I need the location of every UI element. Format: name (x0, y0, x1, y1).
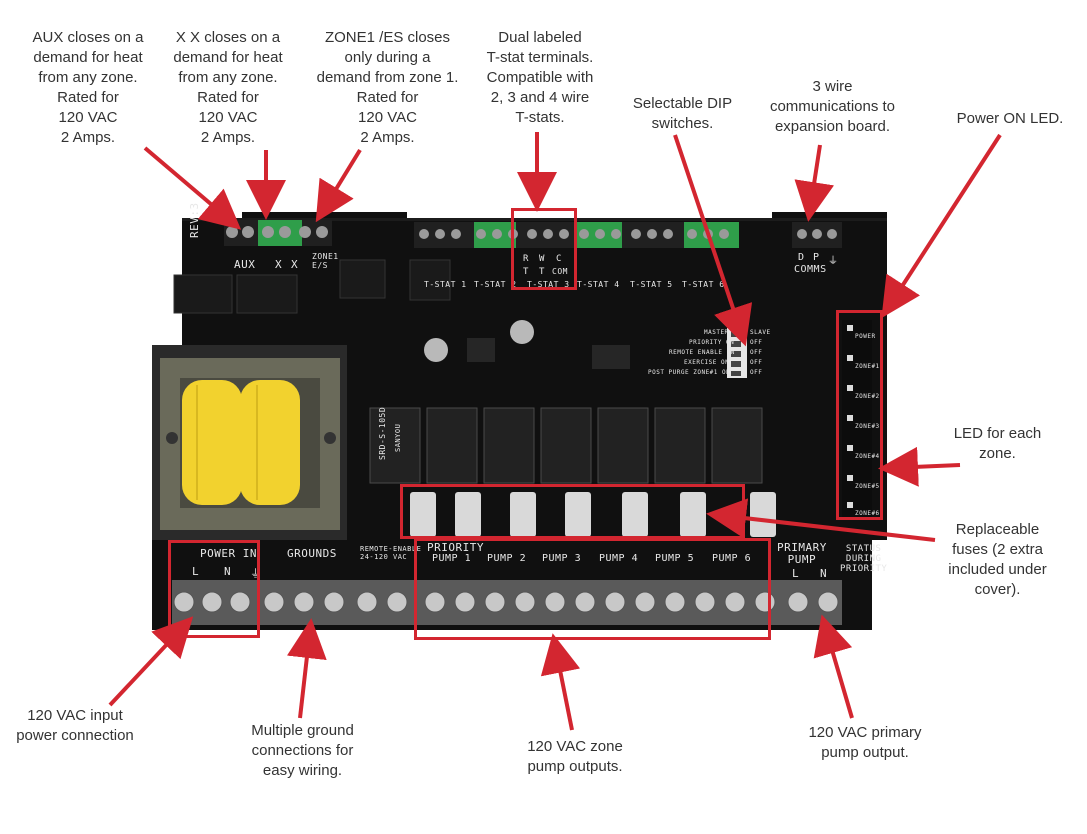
led-column (842, 320, 872, 520)
highlight-power-in (168, 540, 260, 638)
primary-n: N (820, 567, 828, 580)
tstat-letter-r: R (523, 254, 529, 264)
dip-label-4: EXERCISE ON (684, 359, 730, 366)
arrow-grounds (286, 618, 327, 719)
highlight-tstat3 (511, 208, 577, 290)
arrow-primary-pump (813, 614, 854, 719)
grounds-label: GROUNDS (287, 547, 337, 560)
arrow-power-led (881, 133, 1002, 319)
dip-label-5: POST PURGE ZONE#1 ON (648, 369, 731, 376)
x1-label: X (275, 258, 283, 271)
callout-comms: 3 wire communications to expansion board… (769, 78, 896, 135)
arrow-zone-led (878, 446, 961, 487)
aux-label: AUX (234, 258, 256, 271)
callout-aux: AUX closes on a demand for heat from any… (32, 29, 144, 146)
tstat-row2-t2: T (539, 267, 545, 277)
primary-pump-label: PRIMARY PUMP (777, 541, 827, 566)
relay-row (369, 407, 763, 484)
pump-1-label: PUMP 1 (432, 553, 472, 564)
callout-primary-pump: 120 VAC primary pump output. (808, 724, 922, 761)
callout-input-power: 120 VAC input power connection (16, 707, 134, 744)
led-label-zone1: ZONE#1 (855, 363, 880, 370)
dip-label-2: PRIORITY ON (689, 339, 735, 346)
rev-label: REV:3 (188, 202, 201, 238)
tstat-1-label: T-STAT 1 (424, 280, 467, 289)
dip-label-3: REMOTE ENABLE ON (669, 349, 735, 356)
dip-state-5: OFF (750, 369, 763, 376)
highlight-zone-pumps (414, 538, 771, 640)
zone1-es-label: ZONE1 E/S (312, 252, 339, 270)
arrow-zone-pumps (540, 633, 581, 731)
tstat-4-label: T-STAT 4 (577, 280, 620, 289)
tstat-6-label: T-STAT 6 (682, 280, 725, 289)
relay-brand: SANYOU (394, 423, 402, 452)
led-label-zone5: ZONE#5 (855, 483, 880, 490)
top-terminal-block-aux[interactable] (224, 220, 332, 246)
callout-zone-pumps: 120 VAC zone pump outputs. (527, 738, 623, 775)
power-in-n: N (224, 565, 232, 578)
callout-dip: Selectable DIP switches. (632, 95, 733, 132)
x2-label: X (291, 258, 299, 271)
transformer (152, 345, 347, 540)
callout-xx: X X closes on a demand for heat from any… (173, 29, 283, 146)
power-in-label: POWER IN (200, 547, 257, 560)
tstat-row2-com: COM (552, 267, 568, 276)
tstat-5-label: T-STAT 5 (630, 280, 673, 289)
pump-2-label: PUMP 2 (487, 553, 527, 564)
dip-label-1: MASTER (704, 329, 729, 336)
led-label-power: POWER (855, 333, 876, 340)
led-label-zone4: ZONE#4 (855, 453, 880, 460)
comms-label: COMMS (794, 264, 827, 275)
tstat-3-label: T-STAT 3 (527, 280, 570, 289)
remote-enable-label: REMOTE-ENABLE 24-120 VAC (360, 545, 422, 561)
comms-term-gnd: ⏚ (828, 256, 839, 267)
comms-terminal[interactable] (792, 222, 842, 248)
led-label-zone3: ZONE#3 (855, 423, 880, 430)
power-in-gnd: ⏚ (250, 567, 262, 580)
dip-state-3: OFF (750, 349, 763, 356)
pump-4-label: PUMP 4 (599, 553, 639, 564)
primary-l: L (792, 567, 800, 580)
pump-3-label: PUMP 3 (542, 553, 582, 564)
pump-6-label: PUMP 6 (712, 553, 752, 564)
highlight-fuses (400, 484, 745, 539)
dip-state-4: OFF (750, 359, 763, 366)
pump-5-label: PUMP 5 (655, 553, 695, 564)
status-priority-label: STATUS DURING PRIORITY (840, 544, 888, 574)
callout-tstat: Dual labeled T-stat terminals. Compatibl… (486, 29, 594, 126)
priority-label: PRIORITY (427, 541, 484, 554)
callout-grounds: Multiple ground connections for easy wir… (251, 722, 354, 779)
dip-state-1: SLAVE (750, 329, 771, 336)
dip-state-2: OFF (750, 339, 763, 346)
callout-power-led: Power ON LED. (956, 110, 1064, 127)
callout-zone1: ZONE1 /ES closes only during a demand fr… (316, 29, 459, 146)
comms-term-d: D (798, 252, 805, 263)
tstat-row2-t1: T (523, 267, 529, 277)
tstat-letter-c: C (556, 254, 562, 264)
power-in-l: L (192, 565, 200, 578)
tstat-letter-w: W (539, 254, 545, 264)
highlight-led-column (836, 310, 883, 520)
tstat-2-label: T-STAT 2 (474, 280, 517, 289)
callout-zone-led: LED for each zone. (953, 425, 1042, 462)
callout-fuses: Replaceable fuses (2 extra included unde… (948, 521, 1047, 598)
relay-part-number: SRD-S-105D (378, 406, 387, 460)
led-label-zone2: ZONE#2 (855, 393, 880, 400)
comms-term-p: P (813, 252, 820, 263)
